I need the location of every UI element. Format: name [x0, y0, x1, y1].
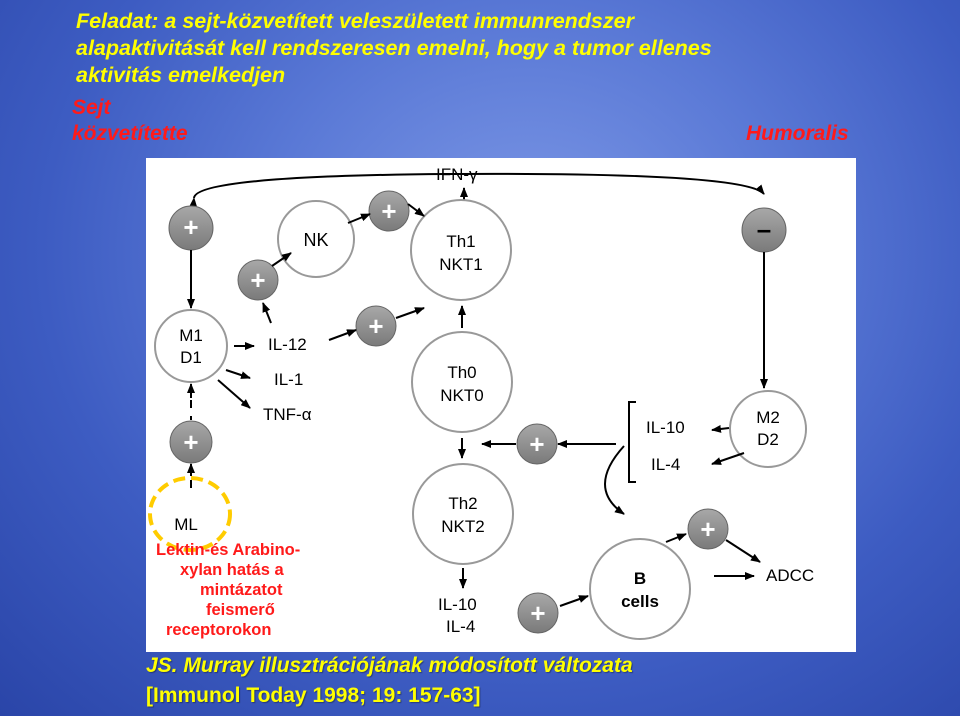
lektin-line-1: Lektin-és Arabino- [156, 541, 301, 559]
arrow-plus-to-adcc [725, 539, 761, 563]
svg-text:+: + [250, 265, 265, 295]
arrow-curve-il-to-bcells [604, 445, 625, 515]
title-line-1: Feladat: a sejt-közvetített veleszületet… [76, 9, 634, 33]
minus-circle-m2: – [741, 207, 787, 253]
il10-bottom-label: IL-10 [438, 595, 477, 614]
arrow-m2-to-il10 [711, 424, 730, 433]
arrow-il12-to-plus [328, 329, 357, 341]
th2-nkt2-cell: Th2 NKT2 [412, 463, 514, 565]
lektin-line-3: mintázatot [200, 581, 283, 599]
il12-label: IL-12 [268, 335, 307, 354]
arrow-bcells-to-plus [665, 533, 687, 543]
arrow-m1-to-il1 [225, 369, 251, 379]
adcc-label: ADCC [766, 566, 814, 585]
svg-text:+: + [530, 598, 545, 628]
svg-text:+: + [183, 427, 198, 457]
m1-d1-cell: M1 D1 [154, 309, 228, 383]
svg-text:+: + [368, 311, 383, 341]
arrow-il12-to-nk [262, 302, 272, 324]
footer-line-2: [Immunol Today 1998; 19: 157-63] [146, 684, 481, 707]
svg-text:D2: D2 [757, 430, 779, 449]
ifn-arc-line [189, 172, 765, 208]
svg-text:Th2: Th2 [448, 494, 477, 513]
plus-circle-il12: + [355, 305, 397, 347]
plus-circle-nk-left: + [237, 259, 279, 301]
arrow-nk-to-plus [347, 213, 371, 224]
plus-circle-nk-top: + [368, 190, 410, 232]
svg-text:NK: NK [303, 230, 328, 250]
plus-circle-top-left: + [168, 205, 214, 251]
lektin-line-4: feismerő [206, 601, 275, 619]
plus-circle-m1-lower: + [169, 420, 213, 464]
label-humoralis: Humoralis [746, 122, 849, 145]
arrow-plus-to-th1 [407, 203, 425, 217]
svg-text:+: + [183, 212, 198, 242]
title-line-3: aktivitás emelkedjen [76, 63, 286, 87]
il-bracket [628, 401, 636, 483]
title-line-2: alapaktivitását kell rendszeresen emelni… [76, 36, 712, 60]
svg-text:Th0: Th0 [447, 363, 476, 382]
diagram-panel: IFN-γ + + + + + + + [146, 158, 856, 652]
immune-diagram: IFN-γ + + + + + + + [148, 165, 814, 640]
svg-text:+: + [700, 514, 715, 544]
ml-cell: ML [148, 476, 232, 552]
svg-text:ML: ML [174, 515, 198, 534]
arrow-m1-to-tnf [217, 379, 251, 409]
il4-right-label: IL-4 [651, 455, 680, 474]
svg-text:+: + [381, 196, 396, 226]
th0-nkt0-cell: Th0 NKT0 [411, 331, 513, 433]
il1-label: IL-1 [274, 370, 303, 389]
svg-text:Th1: Th1 [446, 232, 475, 251]
svg-text:+: + [529, 429, 544, 459]
th1-nkt1-cell: Th1 NKT1 [410, 199, 512, 301]
svg-text:cells: cells [621, 592, 659, 611]
svg-text:NKT1: NKT1 [439, 255, 482, 274]
b-cells: B cells [589, 538, 691, 640]
nk-cell: NK [277, 200, 355, 278]
lektin-note: Lektin-és Arabino- xylan hatás a mintáza… [156, 540, 336, 640]
svg-text:NKT0: NKT0 [440, 386, 483, 405]
tnf-label: TNF-α [263, 405, 312, 424]
lektin-line-5: receptorokon [166, 621, 272, 639]
il10-right-label: IL-10 [646, 418, 685, 437]
label-sejt: Sejt [72, 96, 111, 119]
arrow-il10-plus-to-bcells [559, 595, 589, 607]
plus-circle-th0-right: + [516, 423, 558, 465]
svg-text:M1: M1 [179, 326, 203, 345]
svg-text:–: – [757, 214, 771, 244]
slide-title: Feladat: a sejt-közvetített veleszületet… [76, 8, 896, 89]
arrow-m2-to-il4 [711, 452, 745, 465]
plus-circle-il10-bottom: + [517, 592, 559, 634]
svg-text:D1: D1 [180, 348, 202, 367]
arrow-plus-to-th1-lower [395, 307, 425, 319]
m2-d2-cell: M2 D2 [729, 390, 807, 468]
label-kozvetitette: közvetítette [72, 122, 188, 145]
svg-text:M2: M2 [756, 408, 780, 427]
footer-line-1: JS. Murray illusztrációjának módosított … [146, 654, 633, 677]
il4-bottom-label: IL-4 [446, 617, 475, 636]
svg-text:B: B [634, 569, 646, 588]
svg-text:NKT2: NKT2 [441, 517, 484, 536]
lektin-line-2: xylan hatás a [180, 561, 284, 579]
arrow-plus-to-nk [271, 252, 292, 267]
ifn-label: IFN-γ [436, 165, 478, 184]
plus-circle-bcells-top: + [687, 508, 729, 550]
